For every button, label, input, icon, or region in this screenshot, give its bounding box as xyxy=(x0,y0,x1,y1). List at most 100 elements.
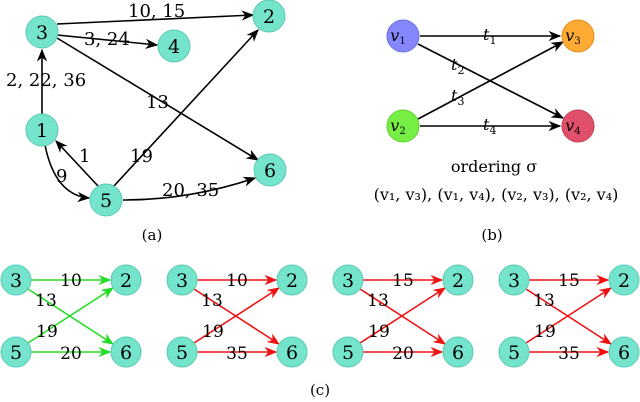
svg-text:5: 5 xyxy=(10,342,22,364)
svg-text:6: 6 xyxy=(264,160,276,182)
edge-label-t2: t2 xyxy=(451,55,464,77)
node-5: 5 xyxy=(89,183,123,217)
edge-t3 xyxy=(417,41,565,120)
node-3: 3 xyxy=(0,264,32,296)
node-v4: v4 xyxy=(561,109,595,143)
edge-cross-up xyxy=(525,287,613,344)
node-v1: v1 xyxy=(386,19,420,53)
svg-text:3: 3 xyxy=(10,270,22,292)
ordering-list: (v₁, v₃), (v₁, v₄), (v₂, v₃), (v₂, v₄) xyxy=(374,185,619,204)
node-2: 2 xyxy=(252,0,286,33)
node-2: 2 xyxy=(276,264,308,296)
edge-cross-down xyxy=(359,288,447,345)
node-5: 5 xyxy=(166,336,198,368)
node-5: 5 xyxy=(0,336,32,368)
edge-cross-up xyxy=(193,287,281,344)
svg-text:2: 2 xyxy=(286,270,298,292)
edge-label-5-2: 19 xyxy=(130,146,153,167)
svg-text:5: 5 xyxy=(508,342,520,364)
node-6: 6 xyxy=(110,336,142,368)
svg-text:6: 6 xyxy=(452,342,464,364)
edge-1-5 xyxy=(44,144,91,203)
node-2: 2 xyxy=(442,264,474,296)
node-3: 3 xyxy=(332,264,364,296)
caption-a: (a) xyxy=(142,226,163,244)
edge-5-6 xyxy=(122,176,257,201)
edge-label-1-3: 2, 22, 36 xyxy=(6,70,86,91)
svg-text:v3: v3 xyxy=(565,26,580,47)
edge-label-top: 10 xyxy=(60,271,82,291)
node-6: 6 xyxy=(608,336,640,368)
edge-label-bottom: 35 xyxy=(558,344,580,364)
edge-3-6 xyxy=(56,37,260,161)
svg-text:2: 2 xyxy=(263,6,275,28)
edge-label-t3: t3 xyxy=(451,86,464,108)
svg-text:3: 3 xyxy=(36,22,48,44)
edge-label-cross-down: 13 xyxy=(533,291,555,311)
edge-cross-down xyxy=(27,288,115,345)
node-1: 1 xyxy=(25,113,59,147)
svg-text:v1: v1 xyxy=(390,26,405,47)
svg-text:1: 1 xyxy=(36,120,48,142)
edge-5-1 xyxy=(55,140,99,187)
node-3: 3 xyxy=(166,264,198,296)
node-6: 6 xyxy=(253,153,287,187)
svg-text:5: 5 xyxy=(100,190,112,212)
edge-cross-up xyxy=(27,287,115,344)
edge-label-3-6: 13 xyxy=(146,92,169,113)
panel-b: t1 t2 t3 t4 v1 v2 v3 v4 ordering σ (v₁, … xyxy=(374,19,619,244)
panel-a: 10, 15 3, 24 2, 22, 36 13 19 1 9 20, 35 … xyxy=(6,0,287,244)
node-5: 5 xyxy=(332,336,364,368)
node-4: 4 xyxy=(157,29,191,63)
node-2: 2 xyxy=(110,264,142,296)
svg-text:6: 6 xyxy=(618,342,630,364)
node-3: 3 xyxy=(25,15,59,49)
node-6: 6 xyxy=(276,336,308,368)
edge-label-cross-down: 13 xyxy=(367,291,389,311)
svg-text:5: 5 xyxy=(176,342,188,364)
subgraph-1: 10 20 13 19 3 2 5 6 xyxy=(0,264,142,368)
svg-text:2: 2 xyxy=(120,270,132,292)
edge-label-t1: t1 xyxy=(483,25,496,47)
edge-cross-up xyxy=(359,287,447,344)
svg-text:2: 2 xyxy=(452,270,464,292)
svg-text:3: 3 xyxy=(176,270,188,292)
edge-label-5-1: 1 xyxy=(79,146,90,167)
node-v3: v3 xyxy=(561,19,595,53)
svg-text:6: 6 xyxy=(286,342,298,364)
edge-label-1-5: 9 xyxy=(56,166,67,187)
edge-label-cross-up: 19 xyxy=(534,322,556,342)
edge-label-bottom: 20 xyxy=(392,344,414,364)
edge-3-4 xyxy=(56,34,159,49)
node-5: 5 xyxy=(498,336,530,368)
svg-text:v2: v2 xyxy=(390,116,405,137)
subgraph-3: 15 20 13 19 3 2 5 6 xyxy=(332,264,474,368)
edge-label-t4: t4 xyxy=(483,115,496,137)
edge-label-top: 15 xyxy=(392,271,414,291)
edge-label-cross-up: 19 xyxy=(202,322,224,342)
svg-text:2: 2 xyxy=(618,270,630,292)
edge-label-3-2: 10, 15 xyxy=(128,1,185,22)
node-v2: v2 xyxy=(386,109,420,143)
node-6: 6 xyxy=(442,336,474,368)
svg-text:4: 4 xyxy=(168,36,180,58)
edge-5-2 xyxy=(112,29,259,188)
svg-text:3: 3 xyxy=(342,270,354,292)
edge-label-bottom: 35 xyxy=(226,344,248,364)
edge-label-top: 15 xyxy=(558,271,580,291)
edge-label-cross-up: 19 xyxy=(36,322,58,342)
edge-label-cross-up: 19 xyxy=(368,322,390,342)
caption-b: (b) xyxy=(481,226,502,244)
edge-label-bottom: 20 xyxy=(60,344,82,364)
edge-3-2 xyxy=(56,10,255,25)
edge-label-cross-down: 13 xyxy=(35,291,57,311)
subgraph-4: 15 35 13 19 3 2 5 6 xyxy=(498,264,640,368)
svg-text:v4: v4 xyxy=(565,116,580,137)
ordering-title: ordering σ xyxy=(451,157,537,176)
edge-cross-down xyxy=(193,288,281,345)
edge-cross-down xyxy=(525,288,613,345)
node-2: 2 xyxy=(608,264,640,296)
svg-text:3: 3 xyxy=(508,270,520,292)
